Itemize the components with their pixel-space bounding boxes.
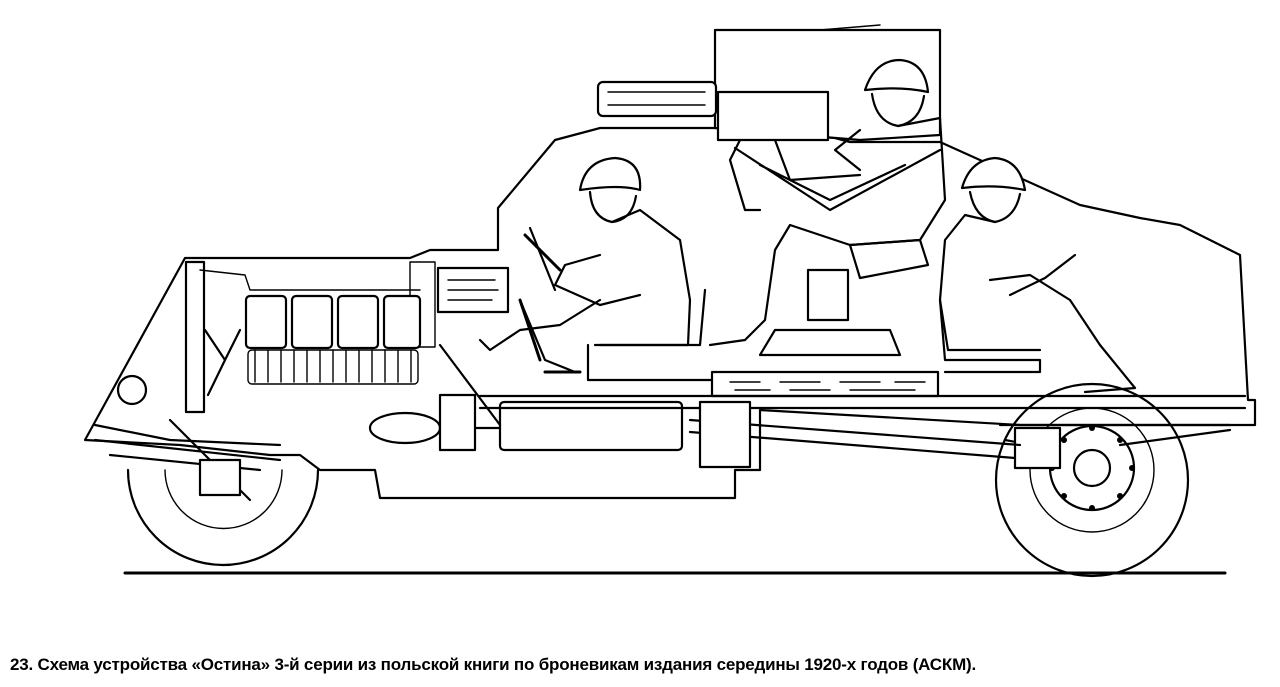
gunner-support [733,146,942,212]
driver-figure [478,156,692,374]
machine-gun [596,80,862,212]
gunner-pedestal [758,238,930,357]
fuel-tank [368,400,684,452]
ammo-box [710,370,940,398]
gearbox [438,393,477,452]
armored-car-cutaway-drawing [83,24,1257,578]
rear-wheel [994,382,1232,578]
front-wheel [93,418,320,567]
rear-seat [938,298,1042,374]
rear-crew-figure [938,156,1137,394]
front-hatch [436,266,510,314]
hull-outline [83,126,1257,500]
turret-roof [819,24,881,31]
figure-caption: 23. Схема устройства «Остина» 3-й серии … [10,655,977,674]
steering-column [518,233,582,374]
engine-bay [116,260,436,414]
gunner-figure [708,58,947,347]
differential [698,400,752,469]
